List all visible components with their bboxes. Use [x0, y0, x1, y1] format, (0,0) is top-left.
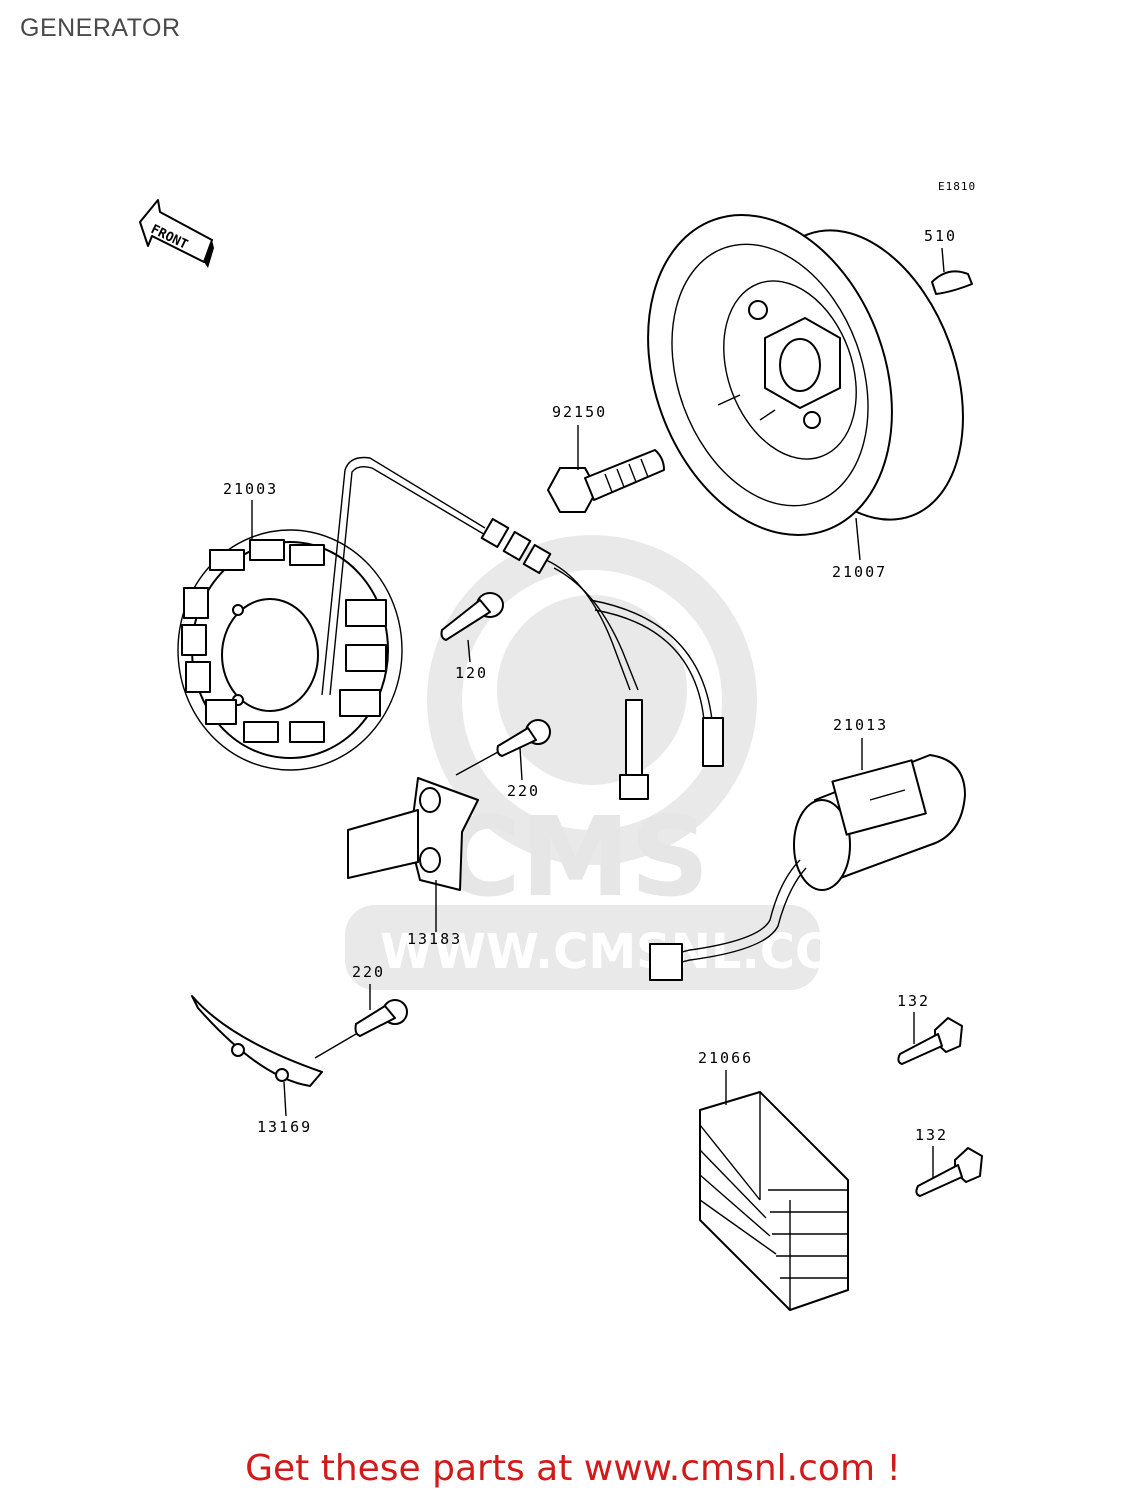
part-labels: 510 92150 21003 21007 120 220 21013 1318…	[223, 227, 957, 1144]
label-13183: 13183	[407, 930, 462, 948]
screw-220-upper	[455, 719, 551, 776]
label-21013: 21013	[833, 716, 888, 734]
rotor-21007	[647, 214, 964, 536]
regulator-21066	[699, 1091, 849, 1311]
bolt-132-lower	[915, 1147, 983, 1197]
wire-harness	[321, 456, 724, 800]
label-132-lower: 132	[915, 1126, 948, 1144]
key-510	[931, 270, 973, 295]
label-13169: 13169	[257, 1118, 312, 1136]
label-21007: 21007	[832, 563, 887, 581]
label-120: 120	[455, 664, 488, 682]
coil-21013	[649, 754, 966, 981]
footer-cta-link[interactable]: Get these parts at www.cmsnl.com !	[245, 1448, 901, 1489]
label-92150: 92150	[552, 403, 607, 421]
watermark-url: WWW.CMSNL.COM	[380, 924, 884, 980]
leader-lines	[251, 247, 945, 1178]
plate-13183	[347, 777, 479, 891]
bolt-120	[440, 592, 504, 641]
watermark-brand: CMS	[440, 793, 709, 921]
bolt-92150	[547, 449, 665, 513]
label-21066: 21066	[698, 1049, 753, 1067]
label-220-lower: 220	[352, 963, 385, 981]
front-arrow-icon: FRONT	[139, 199, 214, 268]
watermark: CMS WWW.CMSNL.COM	[345, 535, 884, 990]
bolt-132-upper	[897, 1017, 963, 1065]
screw-220-lower	[314, 999, 408, 1059]
ref-code: E1810	[938, 180, 976, 193]
label-510: 510	[924, 227, 957, 245]
label-21003: 21003	[223, 480, 278, 498]
label-220-upper: 220	[507, 782, 540, 800]
label-132-upper: 132	[897, 992, 930, 1010]
plate-13169	[191, 995, 323, 1087]
page-title: GENERATOR	[20, 14, 181, 42]
stator-21003	[177, 529, 403, 771]
